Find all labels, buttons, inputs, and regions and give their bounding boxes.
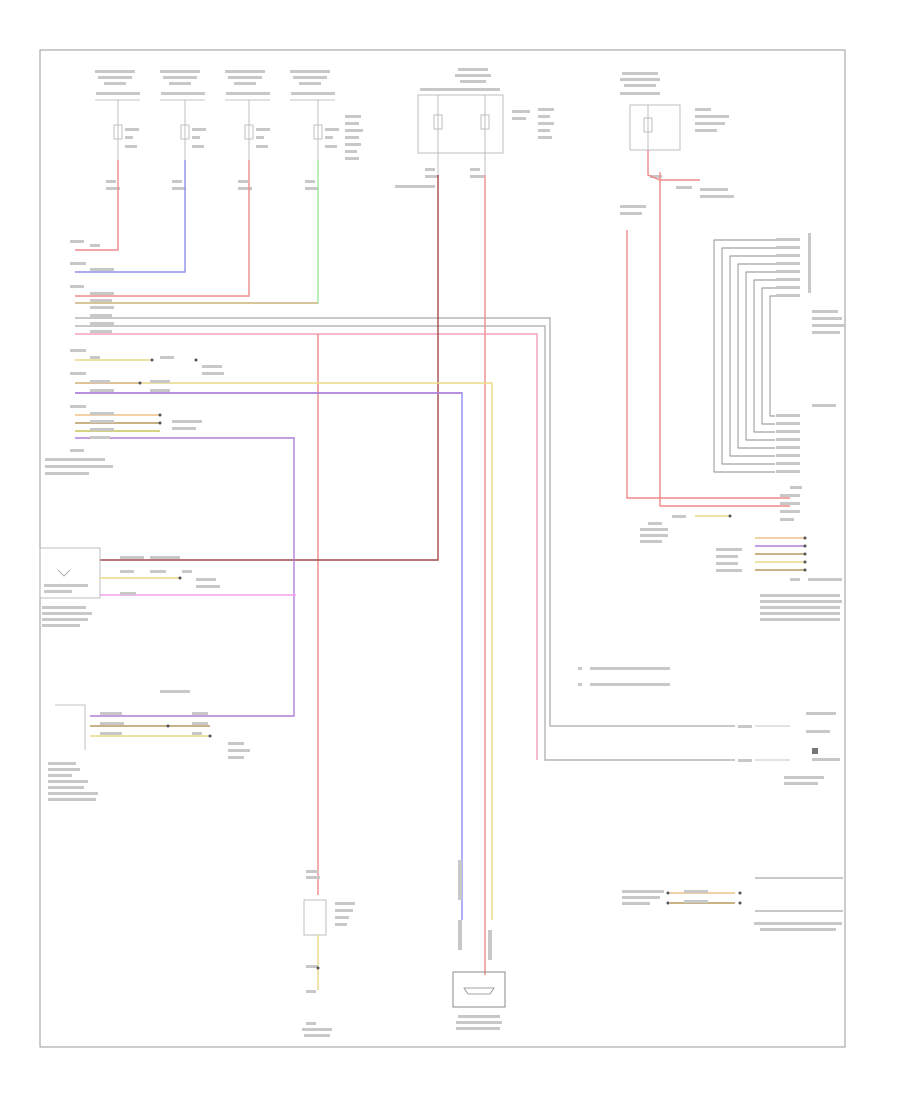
wire-pink-row: [75, 333, 538, 760]
fuse-column-3: [225, 99, 270, 160]
top-fuse-labels: [95, 70, 363, 190]
right-bundle-labels: [776, 233, 846, 473]
right-lower-labels: [640, 486, 842, 621]
fuse-column-1: [95, 99, 140, 160]
wire-dark-red: [100, 175, 439, 561]
fuse-column-4: [290, 99, 335, 160]
left-module-1: [39, 547, 220, 627]
ground-symbol-icon: [812, 748, 818, 754]
left-module-2: [48, 690, 250, 801]
right-wire-bundle: [713, 239, 800, 473]
bottom-sensor-box: [452, 860, 506, 1030]
wire-red-right-c: [647, 150, 700, 181]
wire-yellow-row: [75, 382, 493, 920]
left-side-labels: [45, 240, 224, 475]
top-fuse-group-right: [629, 104, 681, 175]
left-connector-rows: [75, 359, 160, 432]
bottom-left-switch: [302, 870, 355, 1037]
right-ground-element: [738, 712, 840, 785]
wire-group: [75, 150, 790, 975]
top-fuse-group-left: [95, 99, 335, 160]
wire-red-right-b: [659, 172, 790, 507]
module-connector-icon: [150, 358, 154, 362]
right-lower-module: [622, 877, 843, 931]
wire-red-right-a: [626, 230, 790, 499]
wire-red-fuse1: [75, 160, 119, 251]
right-connector-rows: [695, 515, 805, 571]
center-notes: [578, 667, 670, 686]
top-fuse-middle-labels: [395, 68, 554, 188]
fuse-block-icon: [57, 569, 71, 577]
wire-blue-row: [75, 392, 463, 920]
wire-purple-lower: [75, 437, 295, 717]
fuse-column-2: [160, 99, 205, 160]
top-fuse-right-labels: [620, 72, 734, 215]
wire-red-fuse3: [75, 160, 250, 297]
sensor-box-icon: [463, 987, 495, 995]
connector-dots: [138, 358, 807, 970]
wire-blue-fuse2: [75, 160, 186, 273]
wire-grey-top: [75, 317, 735, 727]
top-fuse-group-middle: [417, 94, 504, 175]
wire-grey-second: [75, 325, 735, 761]
